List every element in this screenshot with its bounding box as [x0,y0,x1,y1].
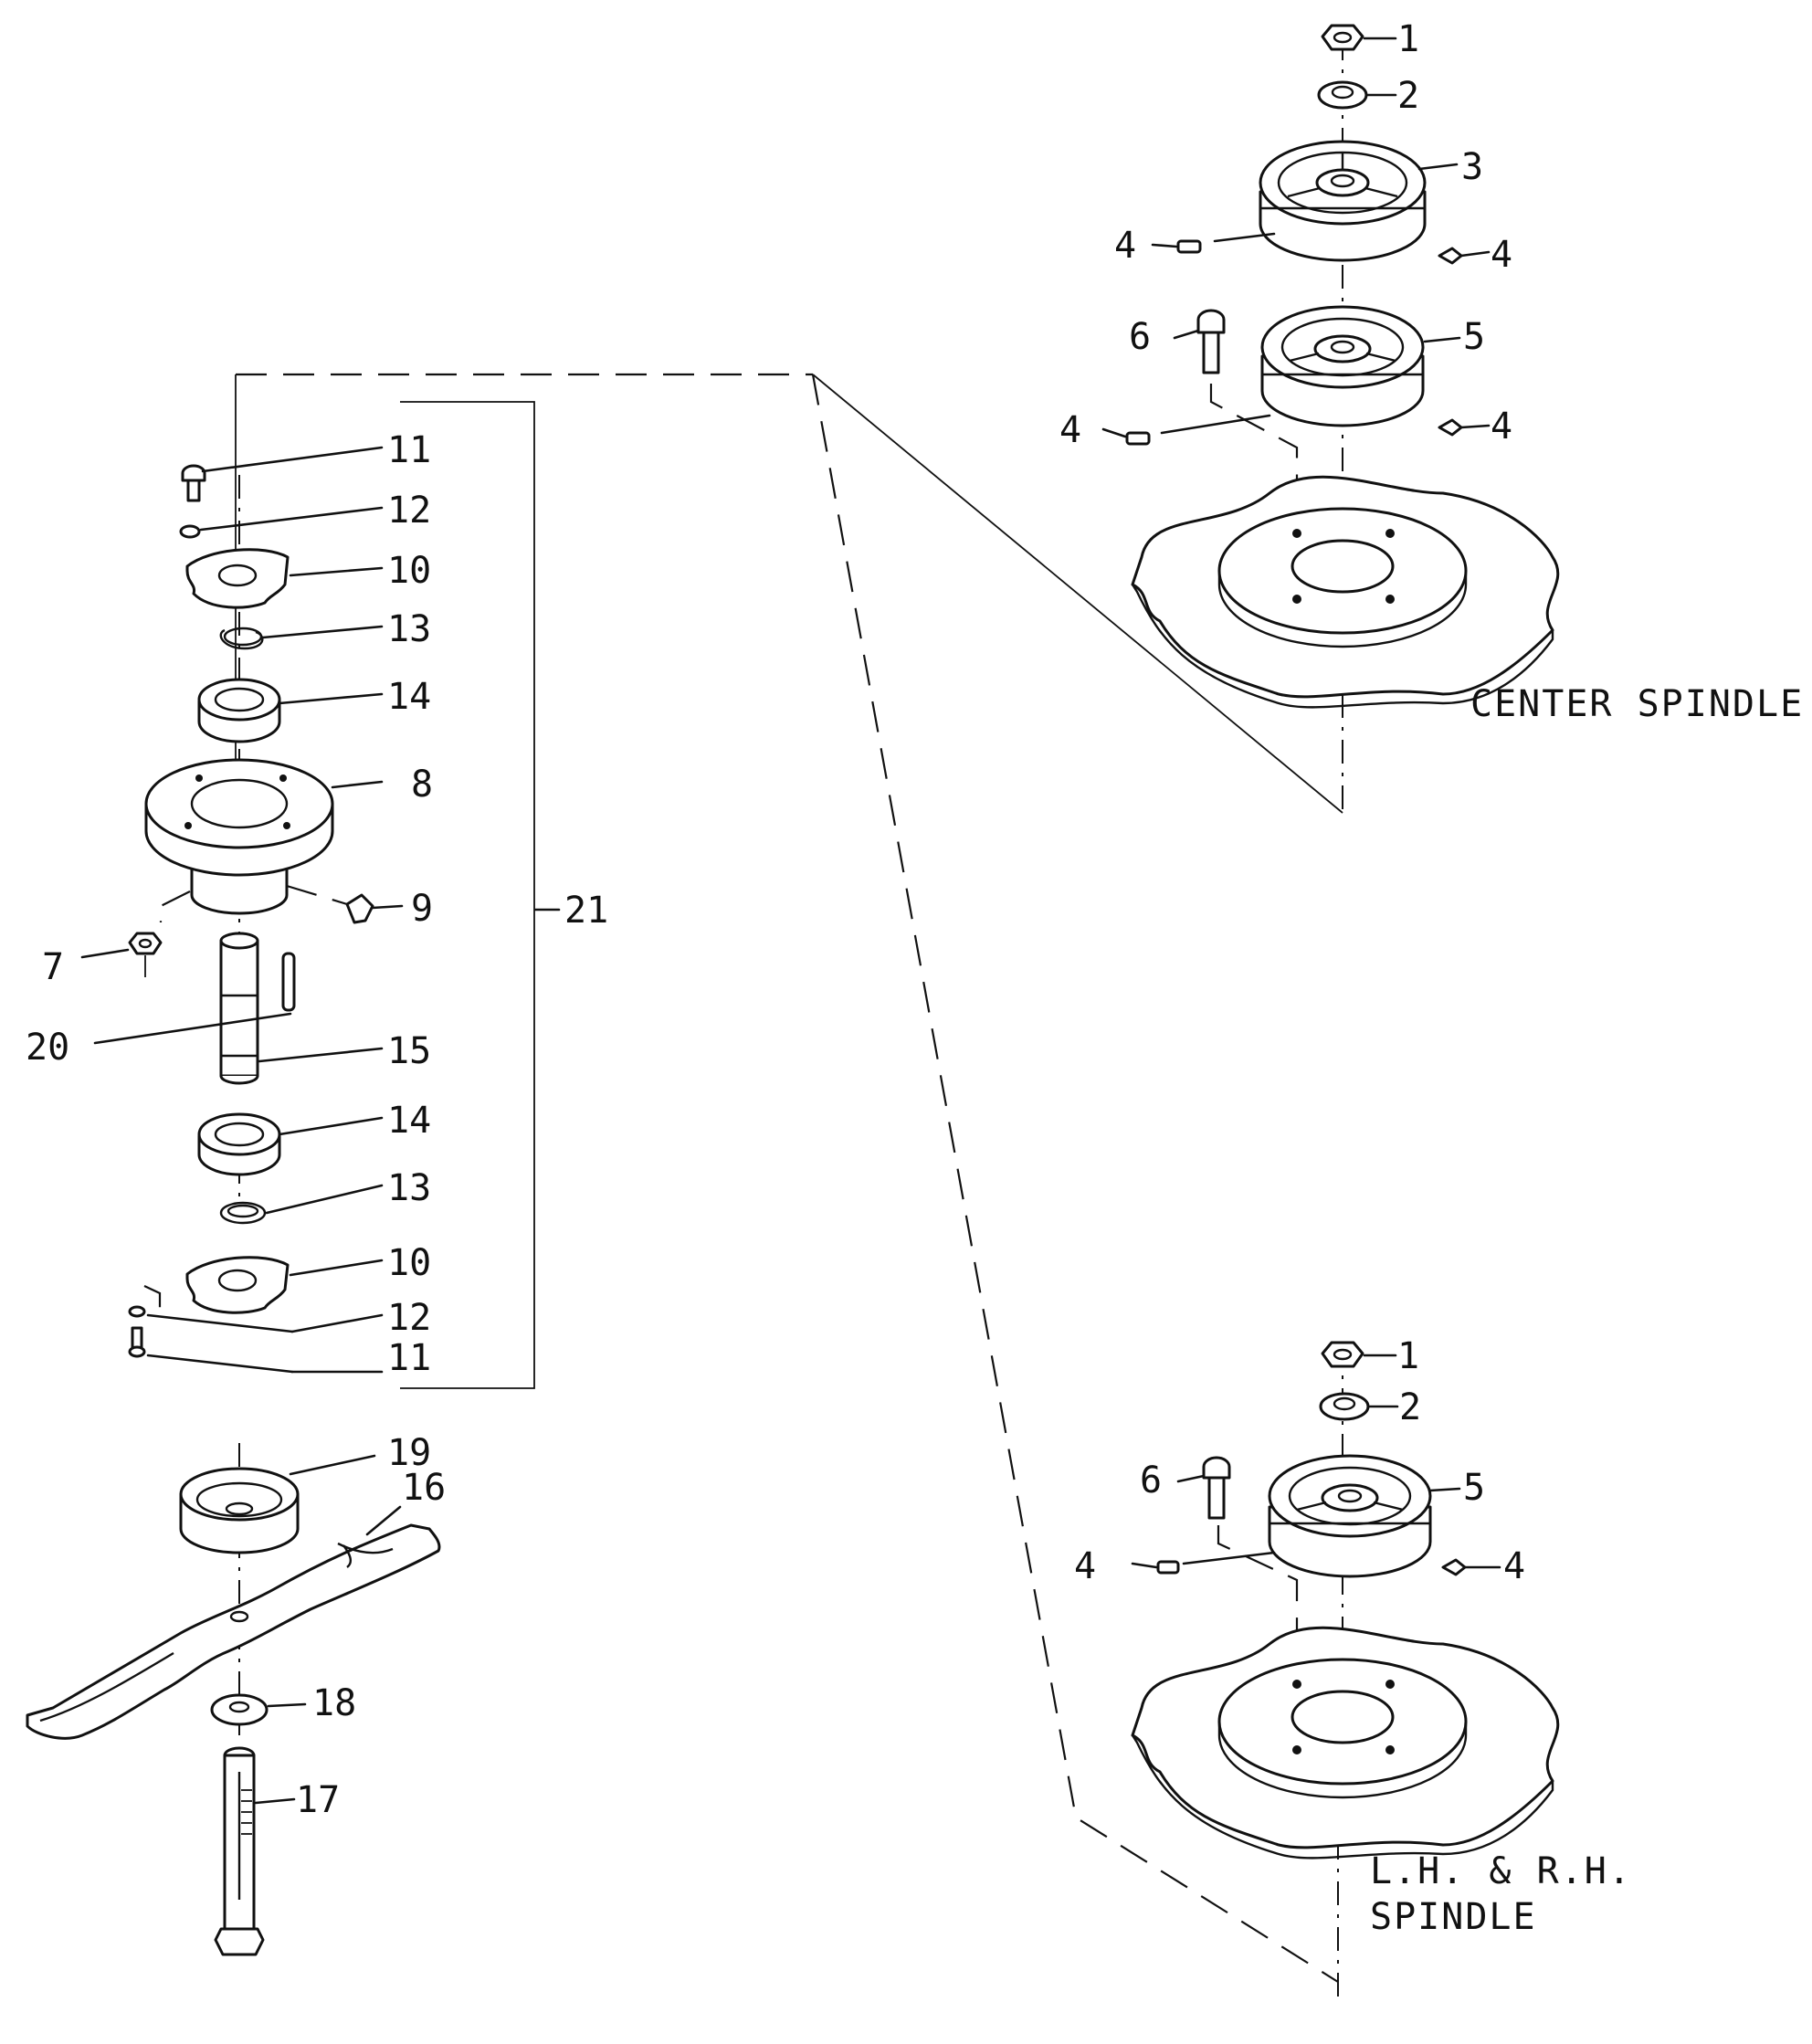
callout-10: 10 [387,550,431,592]
snap-ring-13-icon [219,627,264,650]
callout-4: 4 [1491,234,1512,276]
assembly-leader-lines [80,446,561,1374]
callout-8: 8 [411,764,433,806]
screw-11-icon [128,1326,146,1358]
pulley-3-icon [1259,140,1427,262]
callout-13: 13 [387,608,431,650]
lockwasher-12-icon [179,524,201,539]
bearing-14-icon [197,1112,281,1176]
nut-1-icon [1321,24,1364,51]
grease-fitting-9-icon [345,893,374,924]
callout-5: 5 [1463,316,1485,358]
callout-2: 2 [1399,1386,1421,1428]
nut-1-icon [1321,1341,1364,1368]
callout-17: 17 [296,1779,340,1821]
callout-11: 11 [387,1337,431,1379]
assembly-callout-labels: 11 12 10 13 14 8 9 7 20 15 14 13 10 12 1… [26,429,608,1379]
callout-13: 13 [387,1167,431,1209]
spindle-housing-8-icon [144,758,334,915]
screw-11-icon [181,464,206,502]
callout-18: 18 [312,1682,356,1724]
callout-15: 15 [387,1030,431,1072]
side-callout-labels: 1 2 6 5 4 4 [1074,1335,1525,1587]
callout-6: 6 [1129,316,1151,358]
center-spindle-group: 1 2 3 4 4 6 5 4 4 CENTER SPINDLE [1059,18,1804,725]
side-spindle-group: 1 2 6 5 4 4 L.H. & R.H. SPINDLE [1074,1335,1632,1938]
side-spindle-caption-line1: L.H. & R.H. [1370,1850,1632,1892]
spindle-assembly-group: 11 12 10 13 14 8 9 7 20 15 14 13 10 12 1… [26,401,608,1389]
lockwasher-12-icon [128,1305,146,1318]
callout-12: 12 [387,490,431,532]
blade-adapter-19-icon [179,1467,300,1554]
set-screw-4-icon [1125,418,1463,446]
callout-19: 19 [387,1432,431,1474]
callout-4: 4 [1059,409,1081,451]
center-spindle-caption: CENTER SPINDLE [1470,683,1804,725]
blade-group: 19 16 18 17 [26,1432,446,1956]
retainer-plate-10-icon [185,1256,290,1314]
callout-11: 11 [387,429,431,471]
callout-3: 3 [1461,146,1483,188]
blade-callout-labels: 19 16 18 17 [296,1432,446,1821]
washer-2-icon [1319,1392,1370,1421]
nut-7-icon [128,932,163,955]
retainer-plate-10-icon [185,548,290,609]
callout-4: 4 [1503,1545,1525,1587]
blade-leader-lines [254,1454,402,1805]
set-screw-4-icon [1156,1558,1467,1576]
side-spindle-caption-line2: SPINDLE [1370,1896,1537,1938]
callout-21: 21 [564,890,608,932]
washer-2-icon [1317,80,1368,110]
callout-1: 1 [1397,18,1419,60]
callout-14: 14 [387,1100,431,1142]
mower-blade-16-icon [26,1523,441,1740]
callout-9: 9 [411,888,433,930]
bolt-6-icon [1196,309,1226,374]
callout-10: 10 [387,1242,431,1284]
callout-2: 2 [1397,75,1419,117]
side-leader-lines [1131,1354,1501,1569]
bolt-6-icon [1202,1456,1231,1520]
callout-14: 14 [387,676,431,718]
callout-7: 7 [42,946,64,988]
snap-ring-13-icon [219,1201,267,1225]
deck-plate-icon [1131,1626,1560,1860]
callout-20: 20 [26,1027,69,1069]
center-leader-lines [1101,37,1491,438]
washer-18-icon [210,1693,269,1726]
pulley-5-icon [1260,305,1425,427]
key-20-icon [281,952,296,1012]
blade-bolt-17-icon [214,1746,265,1956]
callout-4: 4 [1491,406,1512,448]
callout-12: 12 [387,1297,431,1339]
deck-plate-icon [1131,475,1560,709]
callout-16: 16 [402,1467,446,1509]
assembly-reference-lines [235,373,1343,2000]
callout-5: 5 [1463,1467,1485,1509]
bearing-14-icon [197,678,281,743]
callout-4: 4 [1114,225,1136,267]
callout-6: 6 [1140,1459,1162,1501]
assembly-bracket [400,401,535,1389]
callout-1: 1 [1397,1335,1419,1377]
spindle-shaft-15-icon [219,932,259,1085]
pulley-5-icon [1268,1454,1432,1578]
callout-4: 4 [1074,1545,1096,1587]
center-callout-labels: 1 2 3 4 4 6 5 4 4 [1059,18,1512,451]
